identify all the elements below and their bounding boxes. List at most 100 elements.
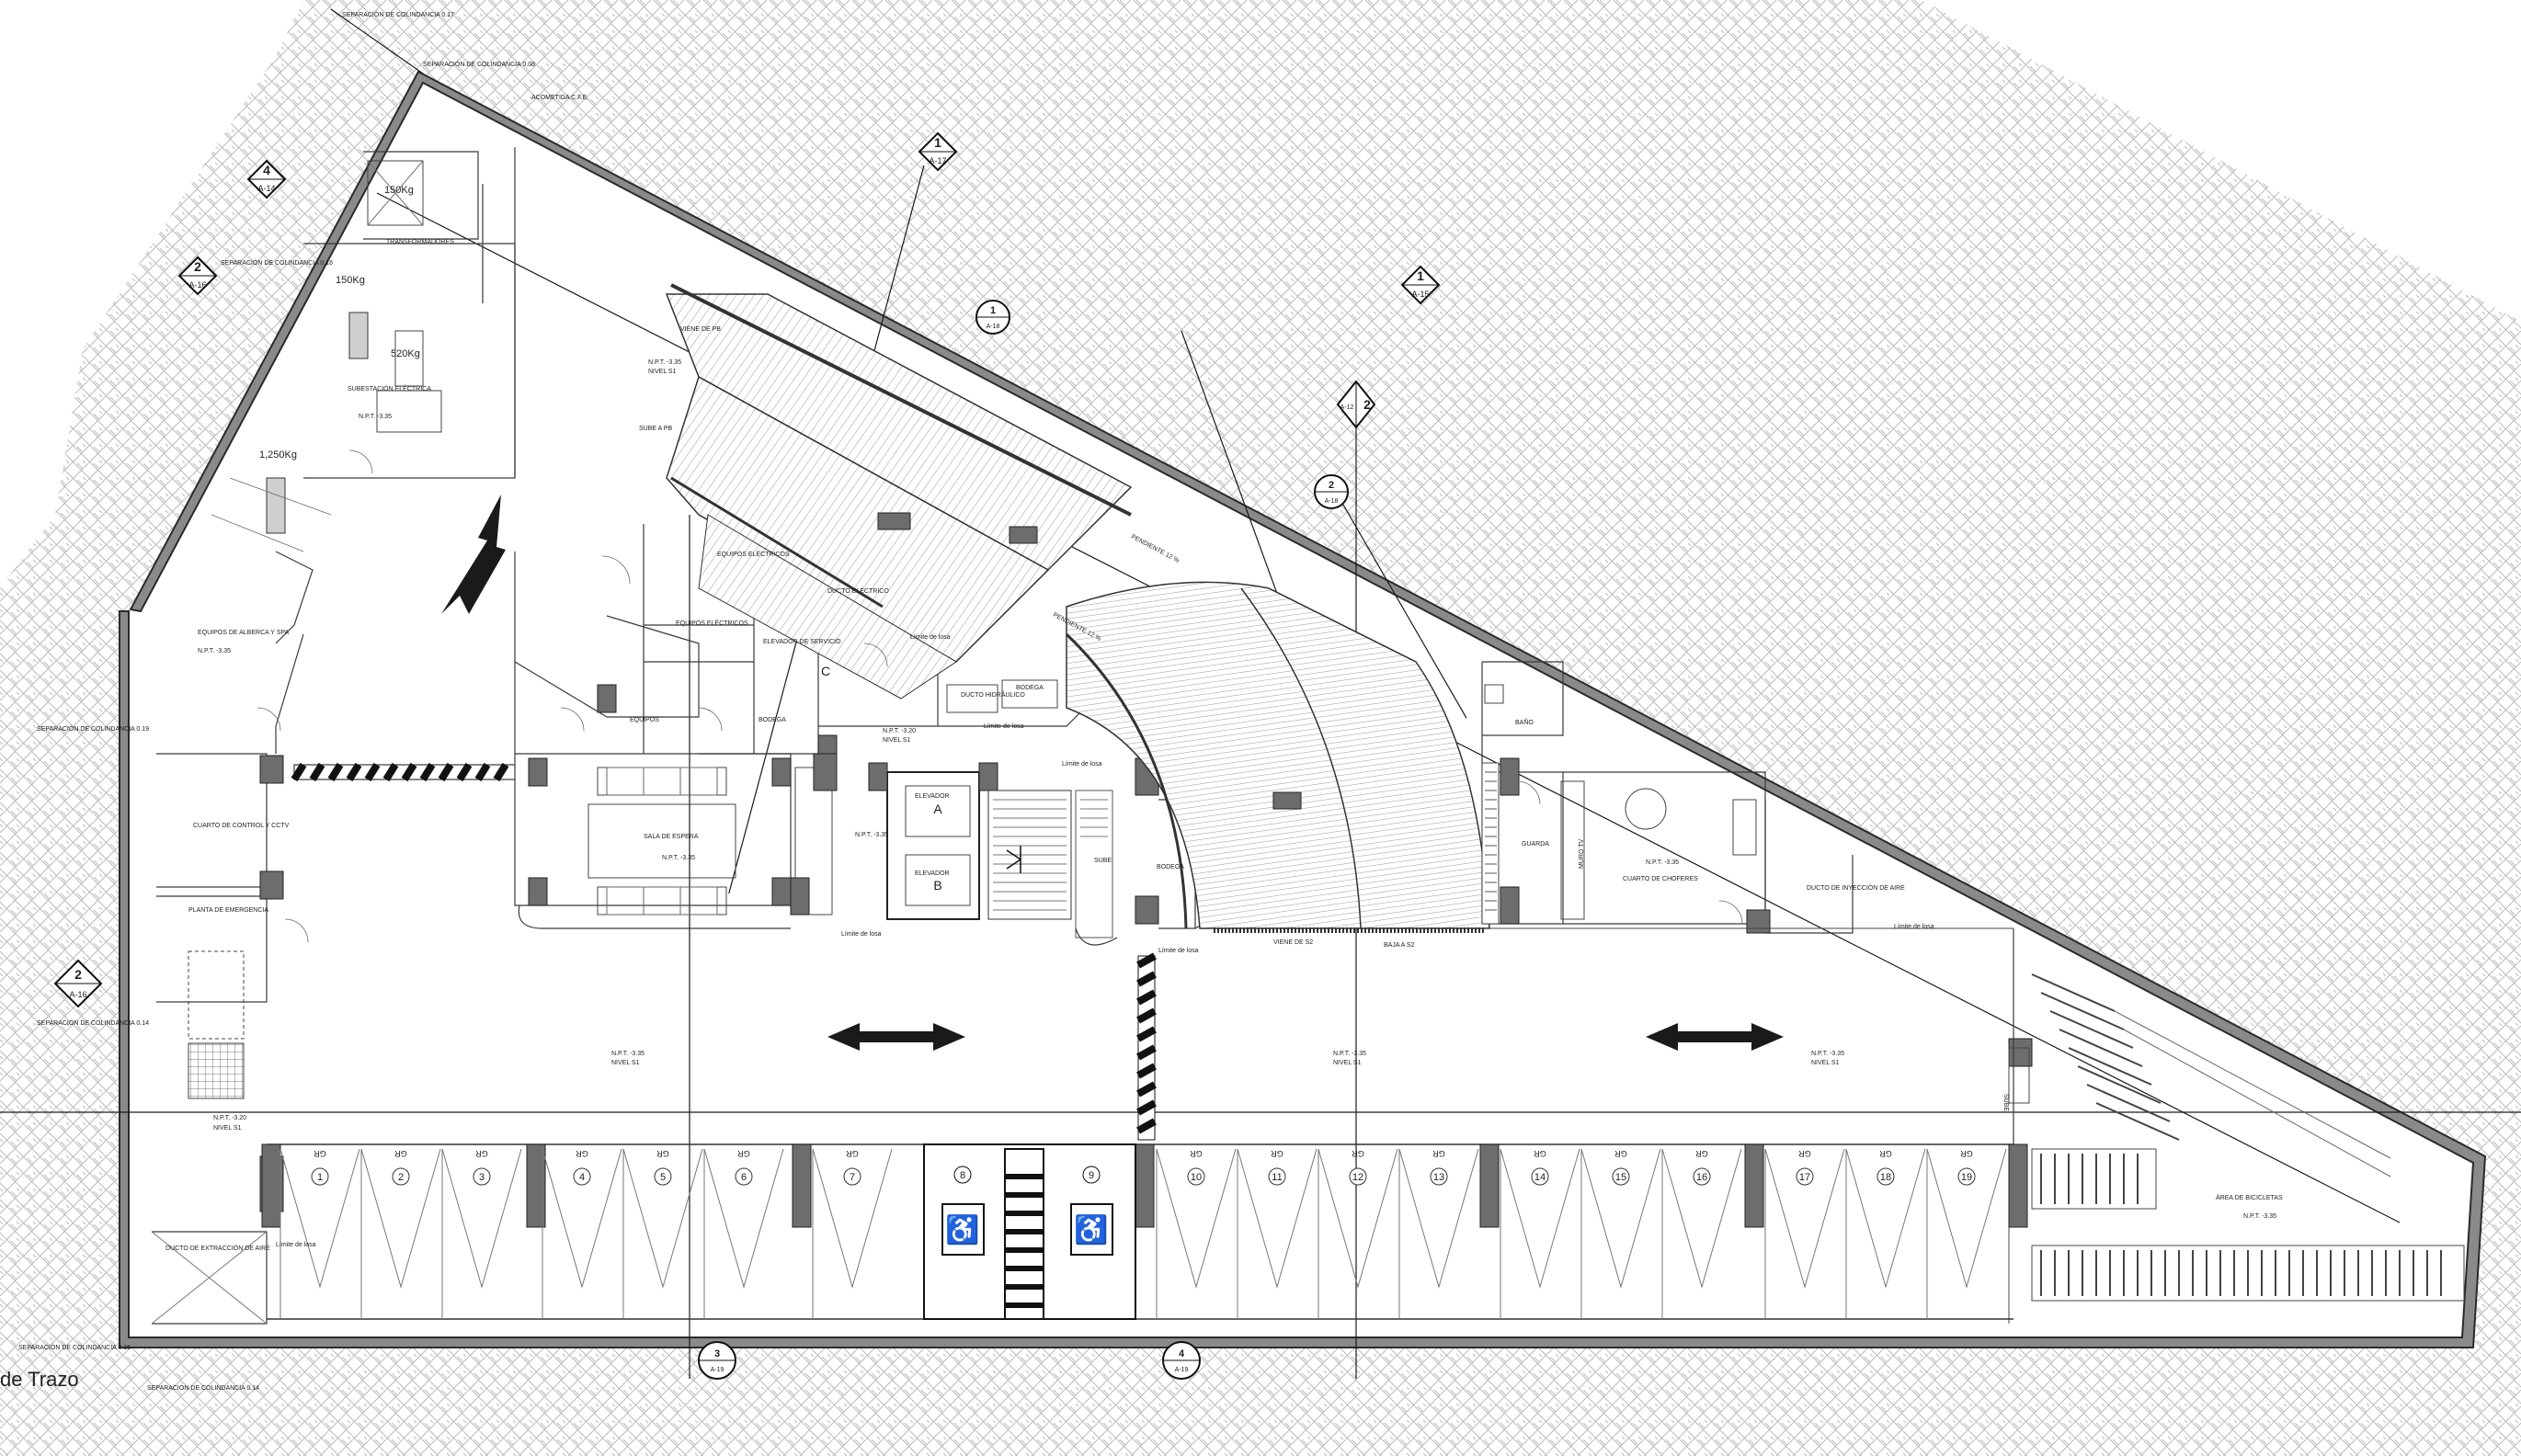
stall-number: 1: [317, 1172, 323, 1183]
separation-label: SEPARACIÓN DE COLINDANCIA 0.16: [221, 258, 333, 267]
level-label: NIVEL S1: [611, 1060, 640, 1066]
npt-label: N.P.T. -3.35: [1811, 1051, 1844, 1057]
parking-row: ♿ ♿: [261, 1143, 2028, 1320]
level-label: NIVEL S1: [1811, 1060, 1840, 1066]
stall-number-circle: [1693, 1167, 1711, 1186]
stall-number-circle: [735, 1167, 753, 1186]
room-label-bodega: BODEGA: [1016, 685, 1044, 691]
hazard-stripe-vertical: [1136, 952, 1157, 1141]
ramp-label: BAJA A S2: [1384, 942, 1415, 949]
npt-label: N.P.T. -3.20: [883, 728, 916, 734]
section-tag: 2 A-18: [1314, 474, 1349, 509]
stall-number-circle: [1612, 1167, 1630, 1186]
stall-gr-label: GR: [394, 1149, 407, 1158]
stall-number-circle: [1268, 1167, 1286, 1186]
room-label-equipos-electricos: EQUIPOS ELÉCTRICOS: [676, 619, 748, 627]
svg-text:1: 1: [990, 305, 996, 316]
room-label-bodega: BODEGA: [1157, 864, 1184, 870]
stall-number-circle: [1082, 1166, 1101, 1184]
svg-text:2: 2: [1329, 480, 1334, 491]
npt-label: N.P.T. -3.35: [611, 1051, 645, 1057]
stall-number: 10: [1191, 1172, 1202, 1183]
room-label-planta: PLANTA DE EMERGENCIA: [188, 907, 268, 914]
traffic-arrow-left: [827, 1023, 965, 1051]
room-label-bodega: BODEGA: [759, 717, 786, 723]
door-swings: [257, 449, 1743, 943]
stall-number: 3: [479, 1172, 485, 1183]
stall-number-circle: [1349, 1167, 1367, 1186]
stall-lines: [703, 1148, 784, 1319]
section-tag: 4 A-19: [1162, 1341, 1201, 1380]
room-label-subestacion: SUBESTACIÓN ELÉCTRICA: [348, 384, 431, 392]
section-tag: 1 A-18: [975, 300, 1010, 335]
room-label-cuarto-choferes: CUARTO DE CHOFERES: [1623, 876, 1698, 882]
stall-number-circle: [473, 1167, 491, 1186]
npt-label: N.P.T. -3.35: [1333, 1051, 1366, 1057]
traffic-arrow-right: [1646, 1023, 1784, 1051]
stall-gr-label: GR: [576, 1149, 588, 1158]
svg-text:2: 2: [194, 259, 201, 274]
svg-text:A-17: A-17: [929, 156, 946, 165]
stall-number-circle: [1876, 1167, 1895, 1186]
stall-number: 8: [960, 1170, 965, 1181]
svg-text:3: 3: [714, 1348, 720, 1359]
stall-number: 5: [660, 1172, 666, 1183]
stall-number-circle: [392, 1167, 410, 1186]
svg-text:1: 1: [1417, 268, 1424, 283]
ramp-curved: [1065, 581, 1490, 933]
room-label-ducto-inyeccion: DUCTO DE INYECCIÓN DE AIRE: [1807, 883, 1905, 892]
stall-number: 13: [1433, 1172, 1444, 1183]
separation-label: SEPARACIÓN DE COLINDANCIA 0.14: [147, 1383, 259, 1392]
svg-text:A-16: A-16: [69, 990, 86, 999]
stall-number: 2: [398, 1172, 404, 1183]
muro-tv-label: MURO TV: [1579, 839, 1585, 869]
weight-label: 520Kg: [391, 348, 420, 359]
stall-number: 9: [1089, 1170, 1094, 1181]
room-label-ducto-electrico: DUCTO ELÉCTRICO: [827, 586, 889, 595]
npt-small-label: N.P.T. -3.35: [662, 855, 695, 861]
slab-limit-label: Límite de losa: [984, 723, 1024, 730]
section-tag: 2 A-16: [177, 256, 218, 296]
weight-label: 1,250Kg: [259, 449, 297, 461]
slab-limit-label: Límite de losa: [276, 1242, 316, 1248]
room-label-ducto-extraccion: DUCTO DE EXTRACCIÓN DE AIRE: [165, 1244, 270, 1252]
stall-gr-label: GR: [1190, 1149, 1203, 1158]
slab-limit-label: Límite de losa: [841, 931, 882, 938]
room-label-ducto-hidraulico: DUCTO HIDRÁULICO: [961, 690, 1025, 699]
stall-lines: [1398, 1148, 1479, 1319]
stall-gr-label: GR: [1879, 1149, 1892, 1158]
stall-gr-label: GR: [1614, 1149, 1627, 1158]
svg-text:A-18: A-18: [1325, 498, 1339, 505]
svg-text:A-14: A-14: [257, 184, 275, 193]
svg-text:2: 2: [74, 967, 82, 982]
svg-text:A-18: A-18: [987, 324, 1000, 330]
drawing-title-fragment: de Trazo: [0, 1368, 79, 1391]
stall-gr-label: GR: [1695, 1149, 1708, 1158]
separation-label: SEPARACIÓN DE COLINDANCIA 0.14: [37, 1018, 149, 1027]
elevator-letter: A: [933, 802, 942, 816]
parking-stalls: 1GR2GR3GR4GR5GR6GR7GR10GR11GR12GR13GR14G…: [279, 1148, 2007, 1319]
svg-text:1: 1: [934, 135, 941, 150]
ramp-label: VIENE DE S2: [1273, 939, 1313, 946]
stall-number-circle: [573, 1167, 591, 1186]
room-label-elevador-servicio: ELEVADOR DE SERVICIO: [763, 639, 841, 645]
npt-small-label: N.P.T. -3.35: [855, 832, 888, 838]
room-label-sala-espera: SALA DE ESPERA: [644, 834, 699, 840]
stall-lines: [542, 1148, 622, 1319]
weight-label: 150Kg: [384, 185, 414, 196]
stall-number-circle: [1957, 1167, 1976, 1186]
stall-number-circle: [654, 1167, 672, 1186]
stall-gr-label: GR: [1432, 1149, 1445, 1158]
separation-label: SEPARACIÓN DE COLINDANCIA 0.08: [423, 60, 535, 68]
section-tag: 2 A-16: [53, 959, 103, 1008]
stall-number: 11: [1272, 1172, 1282, 1183]
stall-gr-label: GR: [475, 1149, 488, 1158]
svg-text:A-19: A-19: [1175, 1367, 1189, 1373]
separation-label: SEPARACIÓN DE COLINDANCIA 0.15: [18, 1343, 131, 1351]
room-label-equipos-electricos: EQUIPOS ELÉCTRICOS: [717, 550, 790, 558]
room-label-transformadores: TRANSFORMADORES: [386, 239, 454, 245]
slab-limit-label: Límite de losa: [1062, 761, 1102, 768]
stall-number: 6: [741, 1172, 747, 1183]
stall-lines: [812, 1148, 893, 1319]
